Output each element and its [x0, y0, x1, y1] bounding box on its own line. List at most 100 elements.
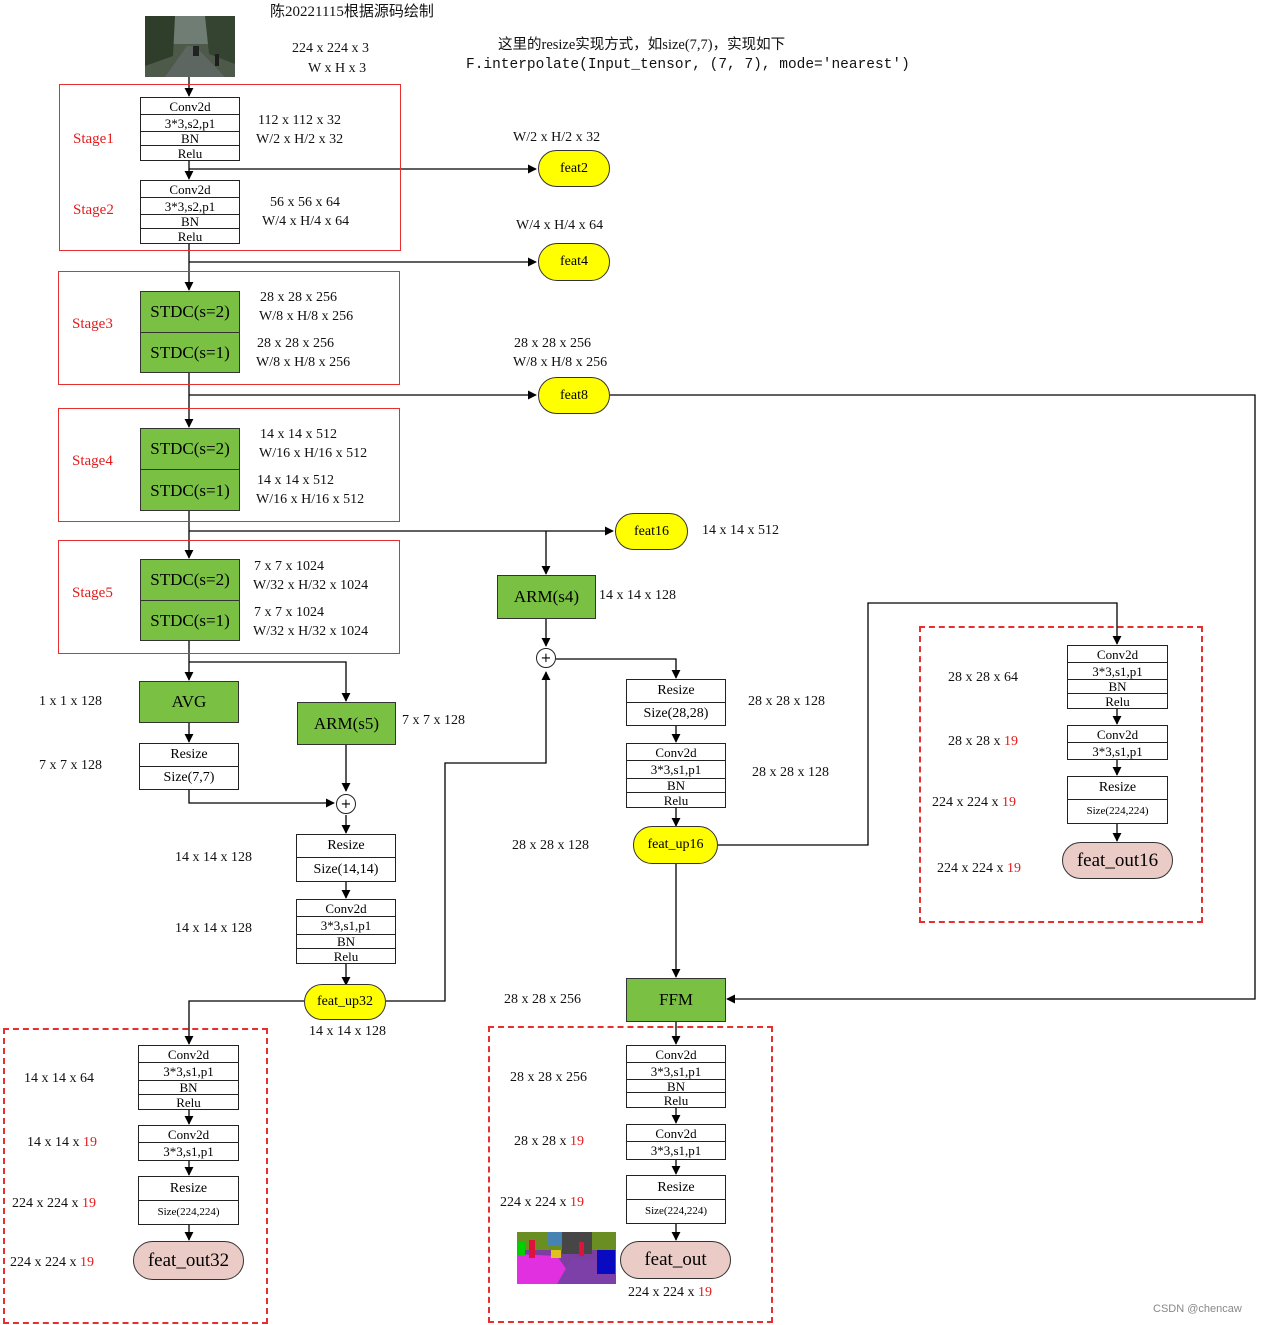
arm-s5-dim: 7 x 7 x 128: [402, 713, 465, 728]
feat-up32-node: feat_up32: [304, 984, 386, 1020]
resize-7-block: Resize Size(7,7): [139, 743, 239, 790]
conv-14-dim: 14 x 14 x 128: [175, 921, 252, 936]
stdc-s1: STDC(s=1): [150, 611, 230, 630]
conv-params: 3*3,s2,p1: [141, 115, 239, 132]
head-final-resize: Resize Size(224,224): [626, 1175, 726, 1224]
head16-dim-d: 224 x 224 x 19: [937, 861, 1021, 876]
stage5-label: Stage5: [72, 585, 113, 601]
relu-label: Relu: [663, 1093, 689, 1107]
stage5-frame: [58, 540, 400, 654]
head-final-frame: [488, 1026, 773, 1323]
bn-label: BN: [297, 935, 395, 949]
arm-s4-module: ARM(s4): [497, 575, 596, 619]
bn-label: BN: [1068, 680, 1167, 694]
conv-params: 3*3,s1,p1: [1092, 743, 1143, 759]
conv-params: 3*3,s1,p1: [1068, 663, 1167, 680]
feat-up32-dim: 14 x 14 x 128: [309, 1024, 386, 1039]
input-dims-line1: 224 x 224 x 3: [292, 41, 369, 56]
feat-out32-node: feat_out32: [133, 1241, 244, 1280]
avg-resize-dim: 7 x 7 x 128: [39, 758, 102, 773]
stage4-label: Stage4: [72, 453, 113, 469]
head-final-dim-d: 224 x 224 x 19: [628, 1285, 712, 1300]
head-final-conv1: Conv2d 3*3,s1,p1 BN Relu: [626, 1045, 726, 1108]
conv-params: 3*3,s1,p1: [297, 917, 395, 935]
arm-s4-dim: 14 x 14 x 128: [599, 588, 676, 603]
head32-dim-d: 224 x 224 x 19: [10, 1255, 94, 1270]
resize-28-block: Resize Size(28,28): [626, 679, 726, 726]
stage4-dim-d: W/16 x H/16 x 512: [256, 492, 365, 507]
feat8-dim-b: W/8 x H/8 x 256: [513, 355, 608, 370]
author-title: 陈20221115根据源码绘制: [270, 4, 434, 20]
segmentation-output-image: [517, 1232, 616, 1284]
relu-label: Relu: [333, 949, 359, 963]
conv-label: Conv2d: [139, 1046, 238, 1063]
bn-label: BN: [139, 1081, 238, 1095]
conv-14-block: Conv2d 3*3,s1,p1 BN Relu: [296, 899, 396, 964]
bn-label: BN: [141, 132, 239, 146]
ffm-dim: 28 x 28 x 256: [504, 992, 581, 1007]
head32-resize: Resize Size(224,224): [138, 1176, 239, 1225]
head16-dim-c: 224 x 224 x 19: [932, 795, 1016, 810]
conv-28-dim: 28 x 28 x 128: [752, 765, 829, 780]
resize-14-dim: 14 x 14 x 128: [175, 850, 252, 865]
resize-size: Size(14,14): [313, 861, 379, 877]
conv-label: Conv2d: [627, 1046, 725, 1063]
input-street-photo: [145, 16, 235, 77]
stdc-s1: STDC(s=1): [150, 343, 230, 362]
stage2-conv-block: Conv2d 3*3,s2,p1 BN Relu: [140, 180, 240, 244]
head16-resize: Resize Size(224,224): [1067, 776, 1168, 824]
stage4-dim-c: 14 x 14 x 512: [257, 473, 334, 488]
resize-label: Resize: [140, 744, 238, 767]
head32-frame: [3, 1028, 268, 1324]
stdc-s1: STDC(s=1): [150, 480, 230, 500]
stage4-stdc-stack: STDC(s=2) STDC(s=1): [140, 428, 240, 511]
resize-label: Resize: [627, 680, 725, 703]
head16-dim-a: 28 x 28 x 64: [948, 670, 1018, 685]
resize-label: Resize: [1068, 777, 1167, 800]
feat4-node: feat4: [538, 243, 610, 281]
add-node-16: +: [536, 648, 556, 668]
conv-label: Conv2d: [627, 1125, 725, 1142]
relu-label: Relu: [663, 793, 689, 807]
resize-note-line1: 这里的resize实现方式，如size(7,7)，实现如下: [498, 37, 786, 53]
resize-note-line2: F.interpolate(Input_tensor, (7, 7), mode…: [466, 57, 910, 73]
avg-dim: 1 x 1 x 128: [39, 694, 102, 709]
conv-params: 3*3,s1,p1: [627, 761, 725, 779]
watermark: CSDN @chencaw: [1153, 1303, 1242, 1315]
head16-frame: [919, 626, 1203, 923]
stage1-2-frame: [59, 84, 401, 251]
relu-label: Relu: [176, 1095, 201, 1109]
feat8-node: feat8: [538, 377, 610, 414]
stage2-dim-b: W/4 x H/4 x 64: [262, 214, 350, 229]
feat-up16-dim: 28 x 28 x 128: [512, 838, 589, 853]
stage2-dim-a: 56 x 56 x 64: [270, 195, 340, 210]
arm-s5-module: ARM(s5): [297, 702, 396, 745]
add-node-32: +: [336, 794, 356, 814]
resize-label: Resize: [139, 1177, 238, 1201]
head16-dim-b: 28 x 28 x 19: [948, 734, 1018, 749]
head32-conv1: Conv2d 3*3,s1,p1 BN Relu: [138, 1045, 239, 1110]
conv-28-block: Conv2d 3*3,s1,p1 BN Relu: [626, 743, 726, 808]
stage1-dim-b: W/2 x H/2 x 32: [256, 132, 344, 147]
head-final-dim-c: 224 x 224 x 19: [500, 1195, 584, 1210]
feat16-node: feat16: [615, 513, 688, 550]
stdc-s2: STDC(s=2): [141, 560, 239, 601]
feat2-dim: W/2 x H/2 x 32: [513, 130, 601, 145]
resize-label: Resize: [297, 835, 395, 858]
stage4-frame: [58, 408, 400, 522]
resize-28-dim: 28 x 28 x 128: [748, 694, 825, 709]
stage5-dim-a: 7 x 7 x 1024: [254, 559, 324, 574]
stage5-dim-c: 7 x 7 x 1024: [254, 605, 324, 620]
conv-label: Conv2d: [1068, 726, 1167, 743]
resize-size: Size(28,28): [643, 706, 709, 721]
stage5-dim-d: W/32 x H/32 x 1024: [253, 624, 369, 639]
stage3-dim-b: W/8 x H/8 x 256: [259, 309, 354, 324]
bn-label: BN: [141, 215, 239, 229]
head32-conv2: Conv2d 3*3,s1,p1: [138, 1125, 239, 1161]
stage4-dim-b: W/16 x H/16 x 512: [259, 446, 368, 461]
stage1-label: Stage1: [73, 131, 114, 147]
conv-params: 3*3,s1,p1: [627, 1063, 725, 1080]
bn-label: BN: [627, 1080, 725, 1093]
conv-params: 3*3,s1,p1: [163, 1144, 214, 1159]
